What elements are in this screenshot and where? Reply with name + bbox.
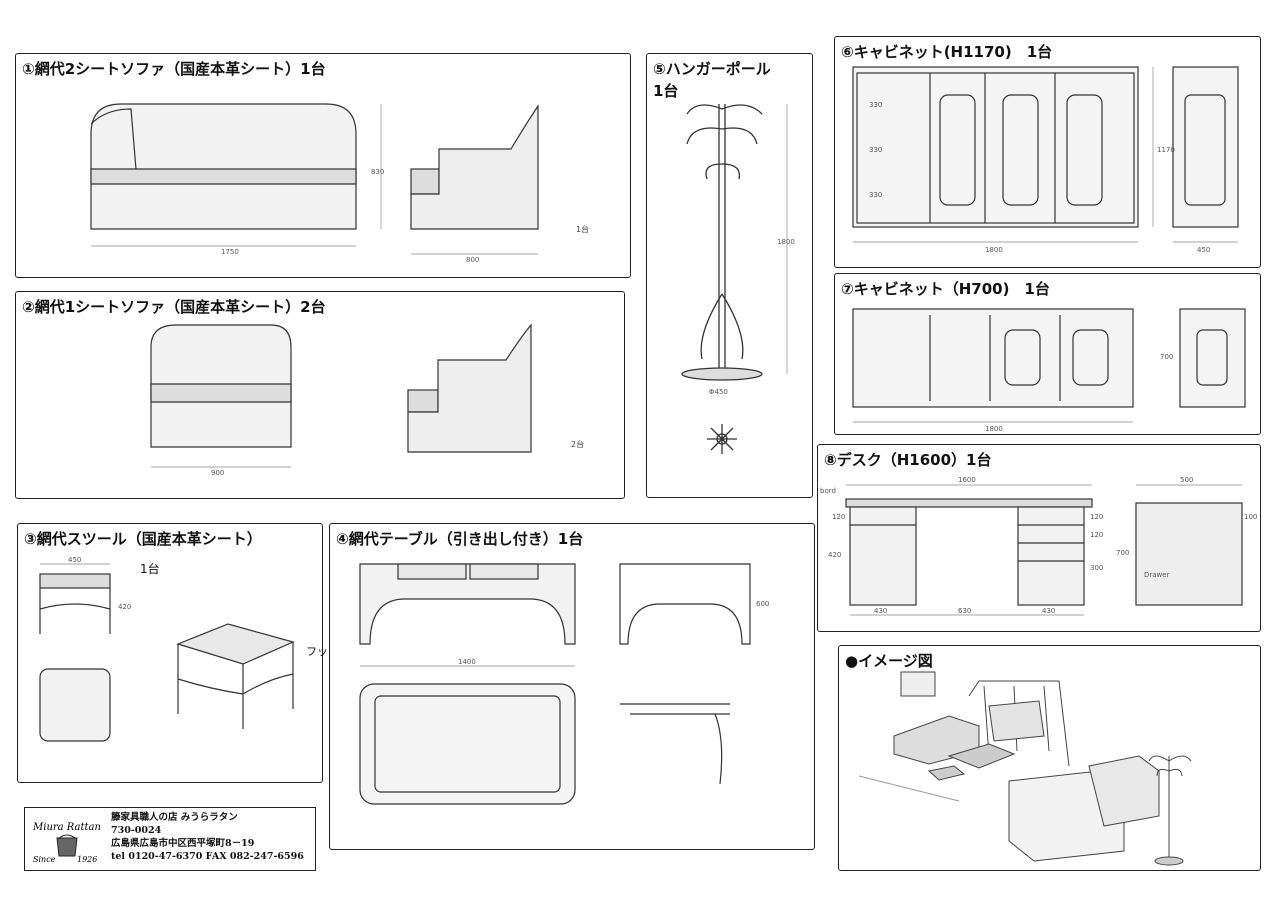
panel-cabinet-h1170: ⑥キャビネット(H1170) 1台 330 330 330 1170 1800 …	[834, 36, 1261, 268]
panel-title: ③網代スツール（国産本革シート）	[24, 530, 262, 548]
panel-hanger-pole: ⑤ハンガーポール 1台 1800 Φ450	[646, 53, 813, 498]
qty: 1台	[653, 82, 679, 100]
dim-height: 1800	[777, 238, 795, 246]
dim-height: 830	[371, 168, 384, 176]
dim-width: 1750	[221, 248, 239, 256]
panel-one-seat-sofa: ②網代1シートソファ（国産本革シート）2台 900 2台	[15, 291, 625, 499]
panel-title: ②網代1シートソファ（国産本革シート）2台	[22, 298, 326, 316]
panel-title: ⑤ハンガーポール	[653, 60, 771, 78]
shop-phone: tel 0120-47-6370 FAX 082-247-6596	[111, 851, 304, 862]
dim-width: 450	[68, 556, 81, 564]
shop-zip: 730-0024	[111, 825, 162, 836]
dim-depth: 500	[1180, 476, 1193, 484]
dim-shelf-3: 330	[869, 191, 882, 199]
dim-shelf-1: 330	[869, 101, 882, 109]
dim-knee-width: 630	[958, 607, 971, 615]
qty-note: 2台	[571, 439, 584, 449]
dim-height: 1170	[1157, 146, 1175, 154]
label-drawer: Drawer	[1144, 571, 1170, 579]
panel-stool: ③網代スツール（国産本革シート） 1台 450 420	[17, 523, 323, 783]
panel-title: ⑥キャビネット(H1170) 1台	[841, 43, 1053, 61]
label-bord: bord	[820, 487, 836, 495]
sofa-1-seat-drawing: 900 2台	[150, 323, 584, 477]
logo-since: Since	[33, 855, 56, 864]
panel-title: ④網代テーブル（引き出し付き）1台	[336, 530, 584, 548]
dim-left-cabinet: 420	[828, 551, 841, 559]
shop-address: 広島県広島市中区西平塚町8－19	[111, 838, 255, 849]
stool-drawing: 450 420	[39, 556, 295, 742]
panel-two-seat-sofa: ①網代2シートソファ（国産本革シート）1台 1750 830 800 1台	[15, 53, 631, 278]
panel-title: ①網代2シートソファ（国産本革シート）1台	[22, 60, 326, 78]
dim-drawer-1: 120	[1090, 513, 1103, 521]
dim-base: Φ450	[709, 388, 728, 396]
cabinet-h1170-drawing: 330 330 330 1170 1800 450	[852, 66, 1239, 254]
dim-width: 1800	[985, 246, 1003, 254]
shop-logo: Miura Rattan Since 1926	[29, 812, 105, 868]
dim-drawer-3: 300	[1090, 564, 1103, 572]
qty: 1台	[140, 562, 160, 576]
hanger-pole-drawing: 1800 Φ450	[681, 104, 795, 454]
dim-drawer-2: 120	[1090, 531, 1103, 539]
dim-height: 700	[1116, 549, 1129, 557]
dim-depth: 450	[1197, 246, 1210, 254]
dim-top-thickness: 100	[1244, 513, 1257, 521]
dim-width: 1400	[458, 658, 476, 666]
desk-drawing: bord 1600 500 120 420 120 120 300 700 10…	[820, 476, 1257, 616]
logo-year: 1926	[77, 855, 97, 864]
dim-right-width: 430	[1042, 607, 1055, 615]
panel-cabinet-h700: ⑦キャビネット（H700) 1台 700 1800	[834, 273, 1261, 435]
panel-title: ⑧デスク（H1600）1台	[824, 451, 992, 469]
stray-text: フッ	[306, 645, 328, 658]
dim-left-width: 430	[874, 607, 887, 615]
panel-table: ④網代テーブル（引き出し付き）1台 1400 600	[329, 523, 815, 850]
room-sketch	[858, 671, 1192, 866]
shop-name: 籐家具職人の店 みうらラタン	[111, 812, 238, 823]
dim-width: 1600	[958, 476, 976, 484]
qty-note: 1台	[576, 224, 589, 234]
dim-depth: 800	[466, 256, 479, 264]
dim-height: 700	[1160, 353, 1173, 361]
dim-left-drawer: 120	[832, 513, 845, 521]
shop-info-box: Miura Rattan Since 1926 籐家具職人の店 みうらラタン 7…	[24, 807, 316, 871]
dim-width: 900	[211, 469, 224, 477]
panel-title: ●イメージ図	[845, 652, 933, 670]
sofa-2-seat-drawing: 1750 830 800 1台	[90, 103, 589, 264]
logo-text: Miura Rattan	[32, 822, 101, 833]
dim-height: 600	[756, 600, 769, 608]
cabinet-h700-drawing: 700 1800	[852, 308, 1246, 433]
panel-image-sketch: ●イメージ図	[838, 645, 1261, 871]
panel-desk: ⑧デスク（H1600）1台 bord 1600 500 120 420 120 …	[817, 444, 1261, 632]
dim-shelf-2: 330	[869, 146, 882, 154]
panel-title: ⑦キャビネット（H700) 1台	[841, 280, 1050, 298]
table-drawing: 1400 600	[359, 563, 769, 805]
dim-width: 1800	[985, 425, 1003, 433]
dim-height: 420	[118, 603, 131, 611]
